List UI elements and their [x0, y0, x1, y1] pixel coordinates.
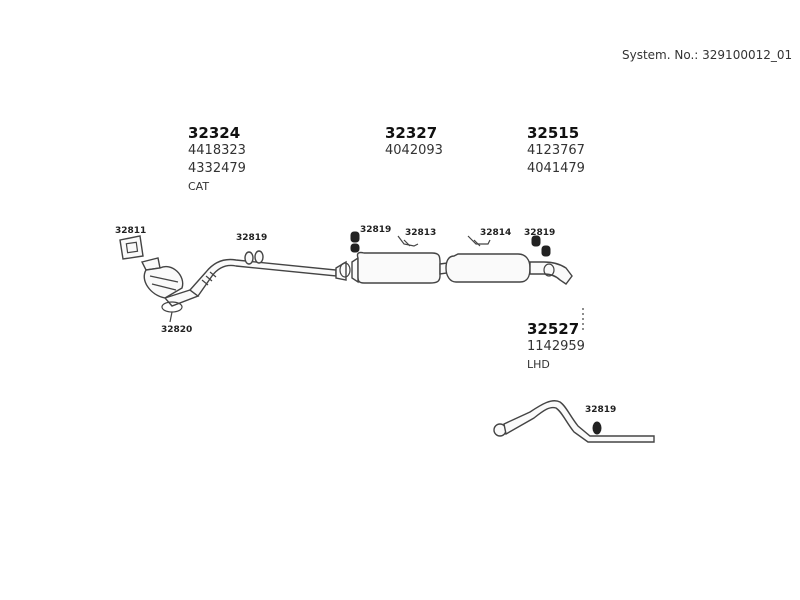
part-number-ref: 4123767 — [527, 143, 585, 158]
part-number-main: 32527 — [527, 320, 580, 338]
callout-bracket: 32814 — [480, 228, 512, 238]
part-number-main: 32515 — [527, 124, 580, 142]
rubber-hanger-icon — [244, 250, 264, 265]
part-number-ref: 4041479 — [527, 161, 585, 176]
clamp-icon — [161, 301, 183, 323]
tail-pipe-icon — [493, 400, 655, 443]
callout-hanger: 32819 — [524, 228, 556, 238]
part-number-ref: 4418323 — [188, 143, 246, 158]
part-number-ref: 1142959 — [527, 339, 585, 354]
callout-hanger: 32819 — [360, 225, 392, 235]
part-note: CAT — [188, 180, 210, 193]
part-group-middle-silencer: 32327 4042093 — [385, 124, 443, 160]
part-group-rear-silencer: 32515 4123767 4041479 — [527, 124, 585, 178]
system-number: System. No.: 329100012_01 — [622, 48, 793, 62]
catalytic-converter-icon — [140, 257, 200, 307]
rubber-hanger-icon — [350, 231, 360, 253]
rear-silencer-icon — [445, 253, 573, 285]
part-group-catalyst: 32324 4418323 4332479 CAT — [188, 124, 246, 196]
gasket-icon — [119, 235, 144, 260]
part-group-tail-pipe: 32527 1142959 LHD — [527, 320, 585, 374]
callout-gasket: 32811 — [115, 226, 147, 236]
callout-clamp: 32820 — [161, 325, 193, 335]
part-number-main: 32327 — [385, 124, 438, 142]
bracket-icon — [467, 235, 491, 247]
part-number-main: 32324 — [188, 124, 241, 142]
part-note: LHD — [527, 358, 550, 371]
middle-silencer-icon — [339, 251, 455, 284]
front-pipe-icon — [188, 258, 347, 297]
callout-hanger: 32819 — [585, 405, 617, 415]
rubber-hanger-icon — [531, 235, 555, 277]
callout-bracket: 32813 — [405, 228, 437, 238]
part-number-ref: 4042093 — [385, 143, 443, 158]
bracket-icon — [397, 235, 419, 247]
callout-hanger: 32819 — [236, 233, 268, 243]
part-number-ref: 4332479 — [188, 161, 246, 176]
